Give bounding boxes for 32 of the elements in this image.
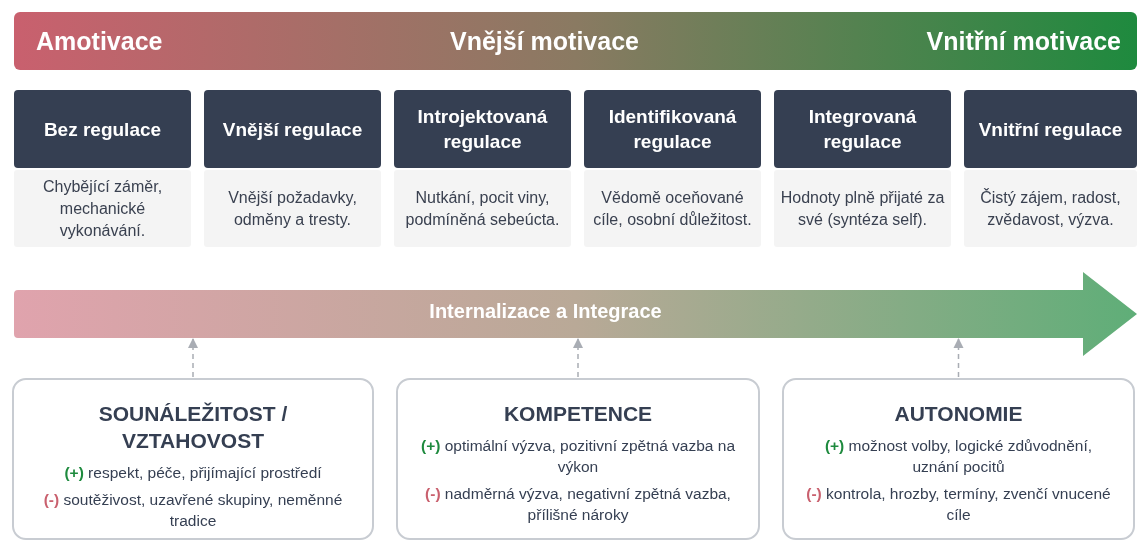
need-card (396, 378, 760, 540)
spectrum-label: Vnitřní motivace (926, 26, 1121, 56)
need-heading: KOMPETENCE (502, 401, 654, 427)
regulation-header: Vnější regulace (204, 90, 381, 168)
spectrum-label: Vnější motivace (450, 26, 639, 56)
dashed-arrow (187, 337, 199, 378)
dashed-arrow (572, 337, 584, 378)
regulation-description: Vnější požadavky, odměny a tresty. (204, 170, 381, 247)
need-heading: SOUNÁLEŽITOST / VZTAHOVOST (97, 401, 289, 454)
factor-text: (+) optimální výzva, pozitivní zpětná vazba na výkon (420, 436, 736, 477)
need-card (12, 378, 374, 540)
factor-text: (-) nadměrná výzva, negativní zpětná vazba, přílišné nároky (424, 484, 732, 525)
regulation-description: Nutkání, pocit viny, podmíněná sebeúcta. (394, 170, 571, 247)
factor-text: (-) kontrola, hrozby, termíny, zvenčí vnucené cíle (806, 484, 1111, 525)
factor-text: (-) soutěživost, uzavřené skupiny, neměnné tradice (42, 490, 344, 531)
motivation-spectrum-bar (14, 12, 1137, 70)
factor-text: (+) respekt, péče, přijímající prostředí (63, 463, 323, 483)
regulation-header: Bez regulace (14, 90, 191, 168)
arrow-label: Internalizace a Integrace (428, 300, 663, 323)
regulation-description: Hodnoty plně přijaté za své (syntéza self). (774, 170, 951, 247)
regulation-header: Vnitřní regulace (964, 90, 1137, 168)
spectrum-label: Amotivace (36, 26, 163, 56)
regulation-header: Introjektovaná regulace (394, 90, 571, 168)
regulation-description: Chybějící záměr, mechanické vykonávání. (14, 170, 191, 247)
need-heading: AUTONOMIE (893, 401, 1024, 427)
need-card (782, 378, 1135, 540)
regulation-header: Integrovaná regulace (774, 90, 951, 168)
dashed-arrow (953, 337, 964, 378)
regulation-description: Vědomě oceňované cíle, osobní důležitost. (584, 170, 761, 247)
regulation-description: Čistý zájem, radost, zvědavost, výzva. (964, 170, 1137, 247)
factor-text: (+) možnost volby, logické zdůvodnění, uznání pocitů (823, 436, 1094, 477)
regulation-header: Identifikovaná regulace (584, 90, 761, 168)
